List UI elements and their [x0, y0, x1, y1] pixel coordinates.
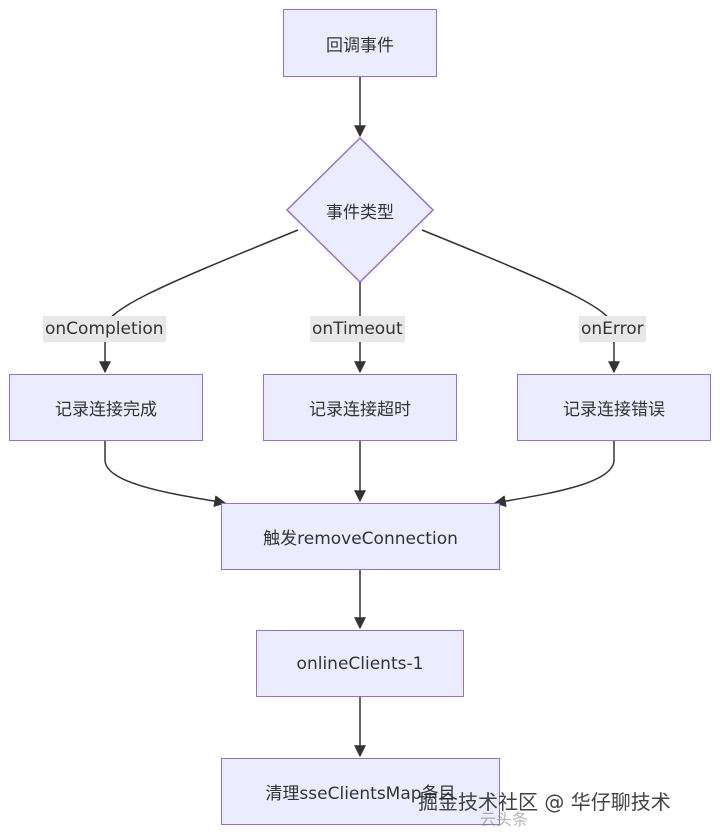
node-log-error: 记录连接错误: [517, 374, 711, 441]
edge-type-to-completion: [99, 229, 299, 374]
watermark-sub: 云头条: [480, 810, 529, 829]
watermark: 掘金技术社区 @ 华仔聊技术: [418, 790, 671, 814]
node-event-type: 事件类型: [326, 202, 394, 223]
edge-completion-to-trigger: [104, 441, 227, 508]
edge-label-timeout: onTimeout: [310, 316, 405, 342]
edge-type-to-error: [421, 229, 620, 374]
node-trigger-remove: 触发removeConnection: [221, 503, 500, 570]
node-log-timeout: 记录连接超时: [263, 374, 457, 441]
edge-label-error: onError: [579, 316, 646, 342]
node-clear-map: 清理sseClientsMap条目: [221, 758, 500, 825]
node-online-clients: onlineClients-1: [256, 630, 464, 697]
edge-label-completion: onCompletion: [43, 316, 166, 342]
node-callback-event: 回调事件: [283, 9, 437, 77]
node-log-completion: 记录连接完成: [9, 374, 203, 441]
edge-error-to-trigger: [493, 441, 615, 508]
